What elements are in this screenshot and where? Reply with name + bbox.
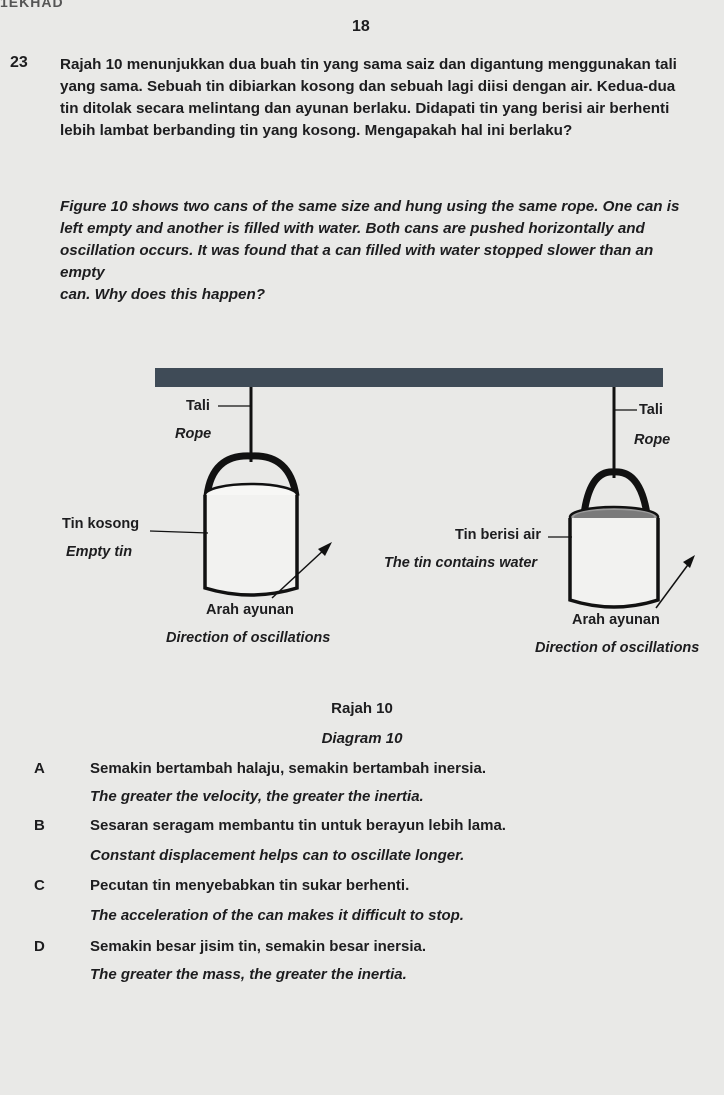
question-malay-line: yang sama. Sebuah tin dibiarkan kosong d…: [60, 78, 676, 95]
left-arrowhead: [318, 542, 332, 556]
diagram-caption-ms: Rajah 10: [331, 700, 393, 717]
right-can-label-en: The tin contains water: [384, 555, 538, 571]
diagram-caption-en: Diagram 10: [321, 730, 403, 747]
right-direction-label-en: Direction of oscillations: [535, 640, 700, 656]
right-direction-arrow: [655, 561, 691, 609]
option-c-letter[interactable]: C: [34, 877, 45, 894]
option-d-letter[interactable]: D: [34, 938, 45, 955]
option-d-malay: Semakin besar jisim tin, semakin besar i…: [90, 938, 426, 955]
support-beam: [155, 368, 663, 387]
question-number: 23: [10, 54, 28, 71]
question-english-line: can. Why does this happen?: [60, 286, 266, 303]
right-direction-label-ms: Arah ayunan: [572, 612, 660, 628]
option-d-english: The greater the mass, the greater the in…: [90, 966, 407, 983]
question-malay: Rajah 10 menunjukkan dua buah tin yang s…: [60, 54, 700, 142]
header-scrap: 1EKHAD: [0, 0, 64, 10]
page-number: 18: [352, 18, 370, 35]
option-a-malay: Semakin bertambah halaju, semakin bertam…: [90, 760, 486, 777]
question-english-line: Figure 10 shows two cans of the same siz…: [60, 198, 680, 215]
question-malay-line: tin ditolak secara melintang dan ayunan …: [60, 100, 670, 117]
left-direction-label-en: Direction of oscillations: [166, 630, 331, 646]
left-direction-label-ms: Arah ayunan: [206, 602, 294, 618]
right-can-body: [568, 518, 660, 609]
left-can-label-ms: Tin kosong: [62, 516, 140, 532]
option-c-malay: Pecutan tin menyebabkan tin sukar berhen…: [90, 877, 410, 894]
right-handle: [580, 468, 651, 515]
left-rope-label-ms: Tali: [186, 398, 210, 414]
left-can-label-en: Empty tin: [66, 544, 133, 560]
left-pointer-can: [149, 530, 209, 534]
question-english-line: left empty and another is filled with wa…: [60, 220, 645, 237]
question-english-line: oscillation occurs. It was found that a …: [60, 242, 654, 281]
pendulum-diagram: [149, 368, 695, 609]
option-a-english: The greater the velocity, the greater th…: [90, 788, 424, 805]
left-can-body: [203, 495, 299, 597]
right-rope-label-ms: Tali: [639, 402, 663, 418]
right-can-label-ms: Tin berisi air: [455, 527, 541, 543]
option-b-english: Constant displacement helps can to oscil…: [90, 847, 465, 864]
left-handle: [203, 452, 300, 497]
right-arrowhead: [683, 555, 695, 568]
right-rope-label-en: Rope: [634, 432, 671, 448]
left-direction-arrow: [271, 547, 327, 599]
option-b-letter[interactable]: B: [34, 817, 45, 834]
question-malay-line: Rajah 10 menunjukkan dua buah tin yang s…: [60, 56, 677, 73]
left-rope-label-en: Rope: [175, 426, 212, 442]
option-c-english: The acceleration of the can makes it dif…: [90, 907, 464, 924]
question-malay-line: lebih lambat berbanding tin yang kosong.…: [60, 122, 573, 139]
option-b-malay: Sesaran seragam membantu tin untuk beray…: [90, 817, 506, 834]
option-a-letter[interactable]: A: [34, 760, 45, 777]
question-english: Figure 10 shows two cans of the same siz…: [60, 196, 700, 306]
